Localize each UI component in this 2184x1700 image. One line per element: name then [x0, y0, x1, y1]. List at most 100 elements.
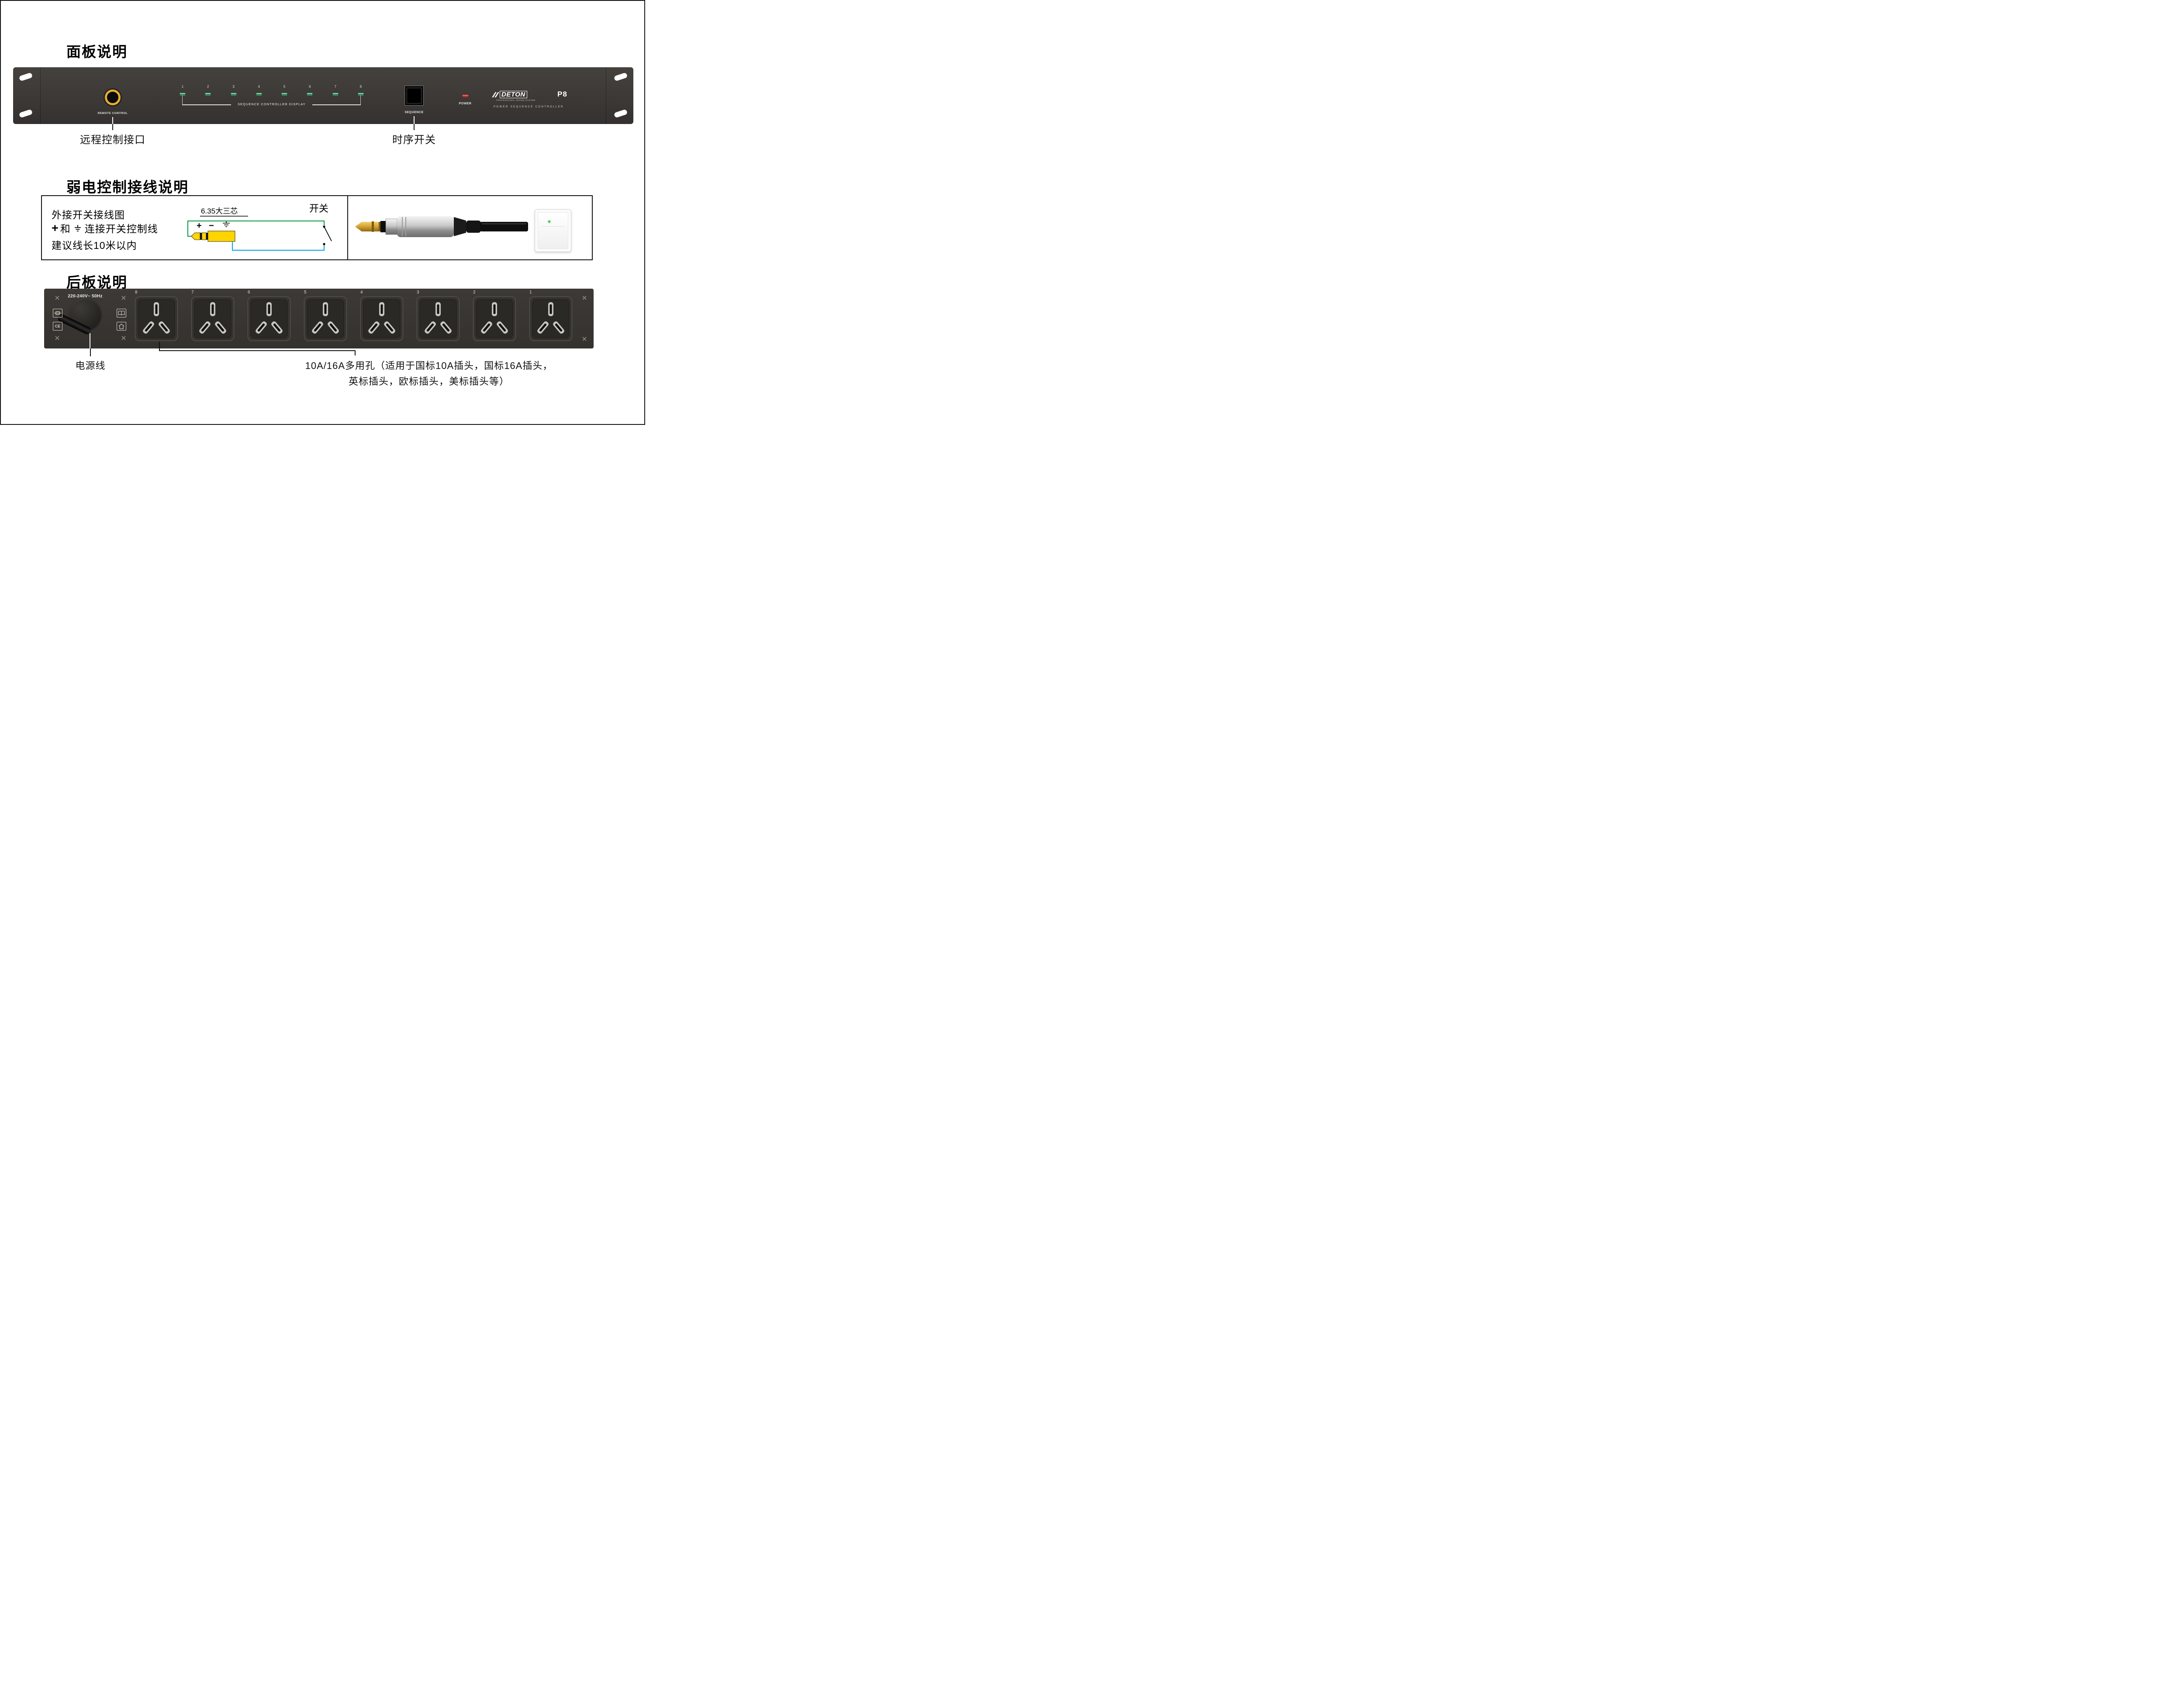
green-control-wire — [187, 221, 325, 237]
outlet-number: 2 — [473, 290, 476, 295]
switch-contact — [323, 225, 325, 228]
screw-icon — [582, 296, 587, 300]
sequence-led-display: 1 2 3 4 5 6 7 8 — [177, 85, 366, 96]
screw-icon — [121, 336, 126, 340]
rear-panel-illustration: 220-240V~ 50Hz CE 8 7 6 — [44, 289, 594, 348]
power-outlet: 2 — [473, 290, 516, 341]
display-caption: SEQUENCE CONTROLLER DISPLAY — [238, 102, 306, 106]
box-divider — [347, 196, 348, 259]
channel-led — [180, 93, 186, 96]
front-section-title: 面板说明 — [66, 44, 128, 60]
wiring-line3: 建议线长10米以内 — [52, 240, 137, 251]
outlet-number: 8 — [135, 290, 138, 295]
remote-callout-label: 远程控制接口 — [80, 134, 145, 146]
trs-wiring-diagram: 6.35大三芯 + − 开关 — [187, 203, 332, 251]
rack-ear-slot — [613, 109, 628, 118]
outlet-socket-graphic — [191, 296, 235, 341]
switch-contact — [323, 243, 325, 245]
led-number: 7 — [334, 85, 336, 89]
trs-connector-photo — [355, 216, 528, 237]
ground-icon — [223, 221, 230, 227]
wiring-instruction-box: 外接开关接线图 + 和 连接开关控制线 建议线长10米以内 6.35大三芯 + … — [41, 195, 593, 260]
outlet-socket-graphic — [529, 296, 573, 341]
led-number: 2 — [207, 85, 209, 89]
outlet-socket-graphic — [360, 296, 404, 341]
plus-symbol: + — [52, 221, 59, 234]
screw-icon — [55, 296, 59, 300]
manual-book-icon — [117, 309, 126, 317]
bracket-line — [182, 104, 231, 105]
power-outlet: 8 — [135, 290, 178, 341]
power-outlet: 3 — [416, 290, 460, 341]
power-cord-callout-label: 电源线 — [75, 360, 106, 371]
outlet-socket-graphic — [473, 296, 516, 341]
manual-page: 面板说明 REMOTE CONTROL 1 2 3 4 5 6 7 8 SEQU… — [0, 0, 645, 425]
callout-line-sequence — [414, 124, 415, 130]
plus-symbol: + — [197, 221, 202, 231]
sequence-button-face — [407, 88, 422, 103]
rear-section-title: 后板说明 — [66, 274, 128, 290]
channel-led — [332, 93, 339, 96]
led-number: 6 — [309, 85, 311, 89]
led-channel: 8 — [356, 85, 366, 96]
channel-led — [281, 93, 288, 96]
screw-icon — [121, 296, 126, 300]
led-number: 8 — [359, 85, 362, 89]
outlets-callout-line1: 10A/16A多用孔（适用于国标10A插头，国标16A插头， — [305, 360, 553, 371]
outlet-number: 7 — [191, 290, 194, 295]
outlet-socket-graphic — [304, 296, 347, 341]
remote-control-label: REMOTE CONTROL — [97, 112, 128, 115]
brand-name: DETON — [500, 91, 527, 98]
wiring-line2: + 和 连接开关控制线 — [52, 221, 158, 235]
channel-led — [230, 93, 237, 96]
led-channel: 5 — [279, 85, 290, 96]
rack-ear-slot — [613, 72, 628, 82]
screw-icon — [55, 336, 59, 340]
power-outlet: 6 — [247, 290, 291, 341]
callout-line-outlets — [159, 341, 160, 351]
bracket-tick — [182, 95, 183, 105]
channel-led — [205, 93, 211, 96]
brand-logo: DETON — [492, 91, 527, 98]
callout-line-outlets — [159, 350, 356, 351]
callout-line-sequence — [414, 116, 415, 124]
panel-seam — [40, 67, 41, 124]
bracket-tick — [360, 95, 361, 105]
rack-ear-slot — [18, 109, 33, 118]
front-panel-illustration: REMOTE CONTROL 1 2 3 4 5 6 7 8 SEQUENCE … — [13, 67, 633, 124]
callout-line-power-cord — [90, 348, 91, 356]
indoor-use-icon — [117, 322, 126, 331]
sequence-callout-label: 时序开关 — [392, 134, 436, 146]
callout-line-remote — [112, 124, 113, 130]
led-channel: 7 — [330, 85, 341, 96]
product-name: POWER SEQUENCE CONTROLLER — [494, 106, 564, 108]
wall-switch-plate — [538, 212, 568, 249]
led-number: 1 — [181, 85, 184, 89]
channel-led — [256, 93, 262, 96]
power-outlet: 4 — [360, 290, 404, 341]
outlet-number: 1 — [529, 290, 532, 295]
blue-control-wire — [232, 241, 325, 251]
switch-label: 开关 — [309, 203, 328, 214]
wiring-line1: 外接开关接线图 — [52, 209, 125, 221]
outlet-number: 6 — [248, 290, 250, 295]
model-number: P8 — [557, 90, 567, 98]
led-channel: 1 — [177, 85, 188, 96]
outlet-socket-graphic — [135, 296, 178, 341]
led-number: 5 — [283, 85, 286, 89]
power-led — [462, 94, 469, 97]
plug-tip — [355, 222, 364, 231]
voltage-rating: 220-240V~ 50Hz — [68, 294, 103, 299]
led-channel: 4 — [254, 85, 264, 96]
trs-plug-graphic — [191, 231, 235, 242]
callout-line-remote — [112, 117, 113, 124]
fuse-icon — [53, 309, 62, 317]
led-channel: 2 — [203, 85, 213, 96]
outlet-number: 4 — [360, 290, 363, 295]
sequence-button-label: SEQUENCE — [404, 111, 424, 114]
power-outlet: 1 — [529, 290, 573, 341]
brand-tagline: PROFESSIONAL SOUND SYSTEM — [496, 100, 536, 102]
wall-switch-photo — [535, 209, 571, 252]
plug-type-label: 6.35大三芯 — [201, 207, 238, 215]
ground-icon — [74, 225, 81, 231]
